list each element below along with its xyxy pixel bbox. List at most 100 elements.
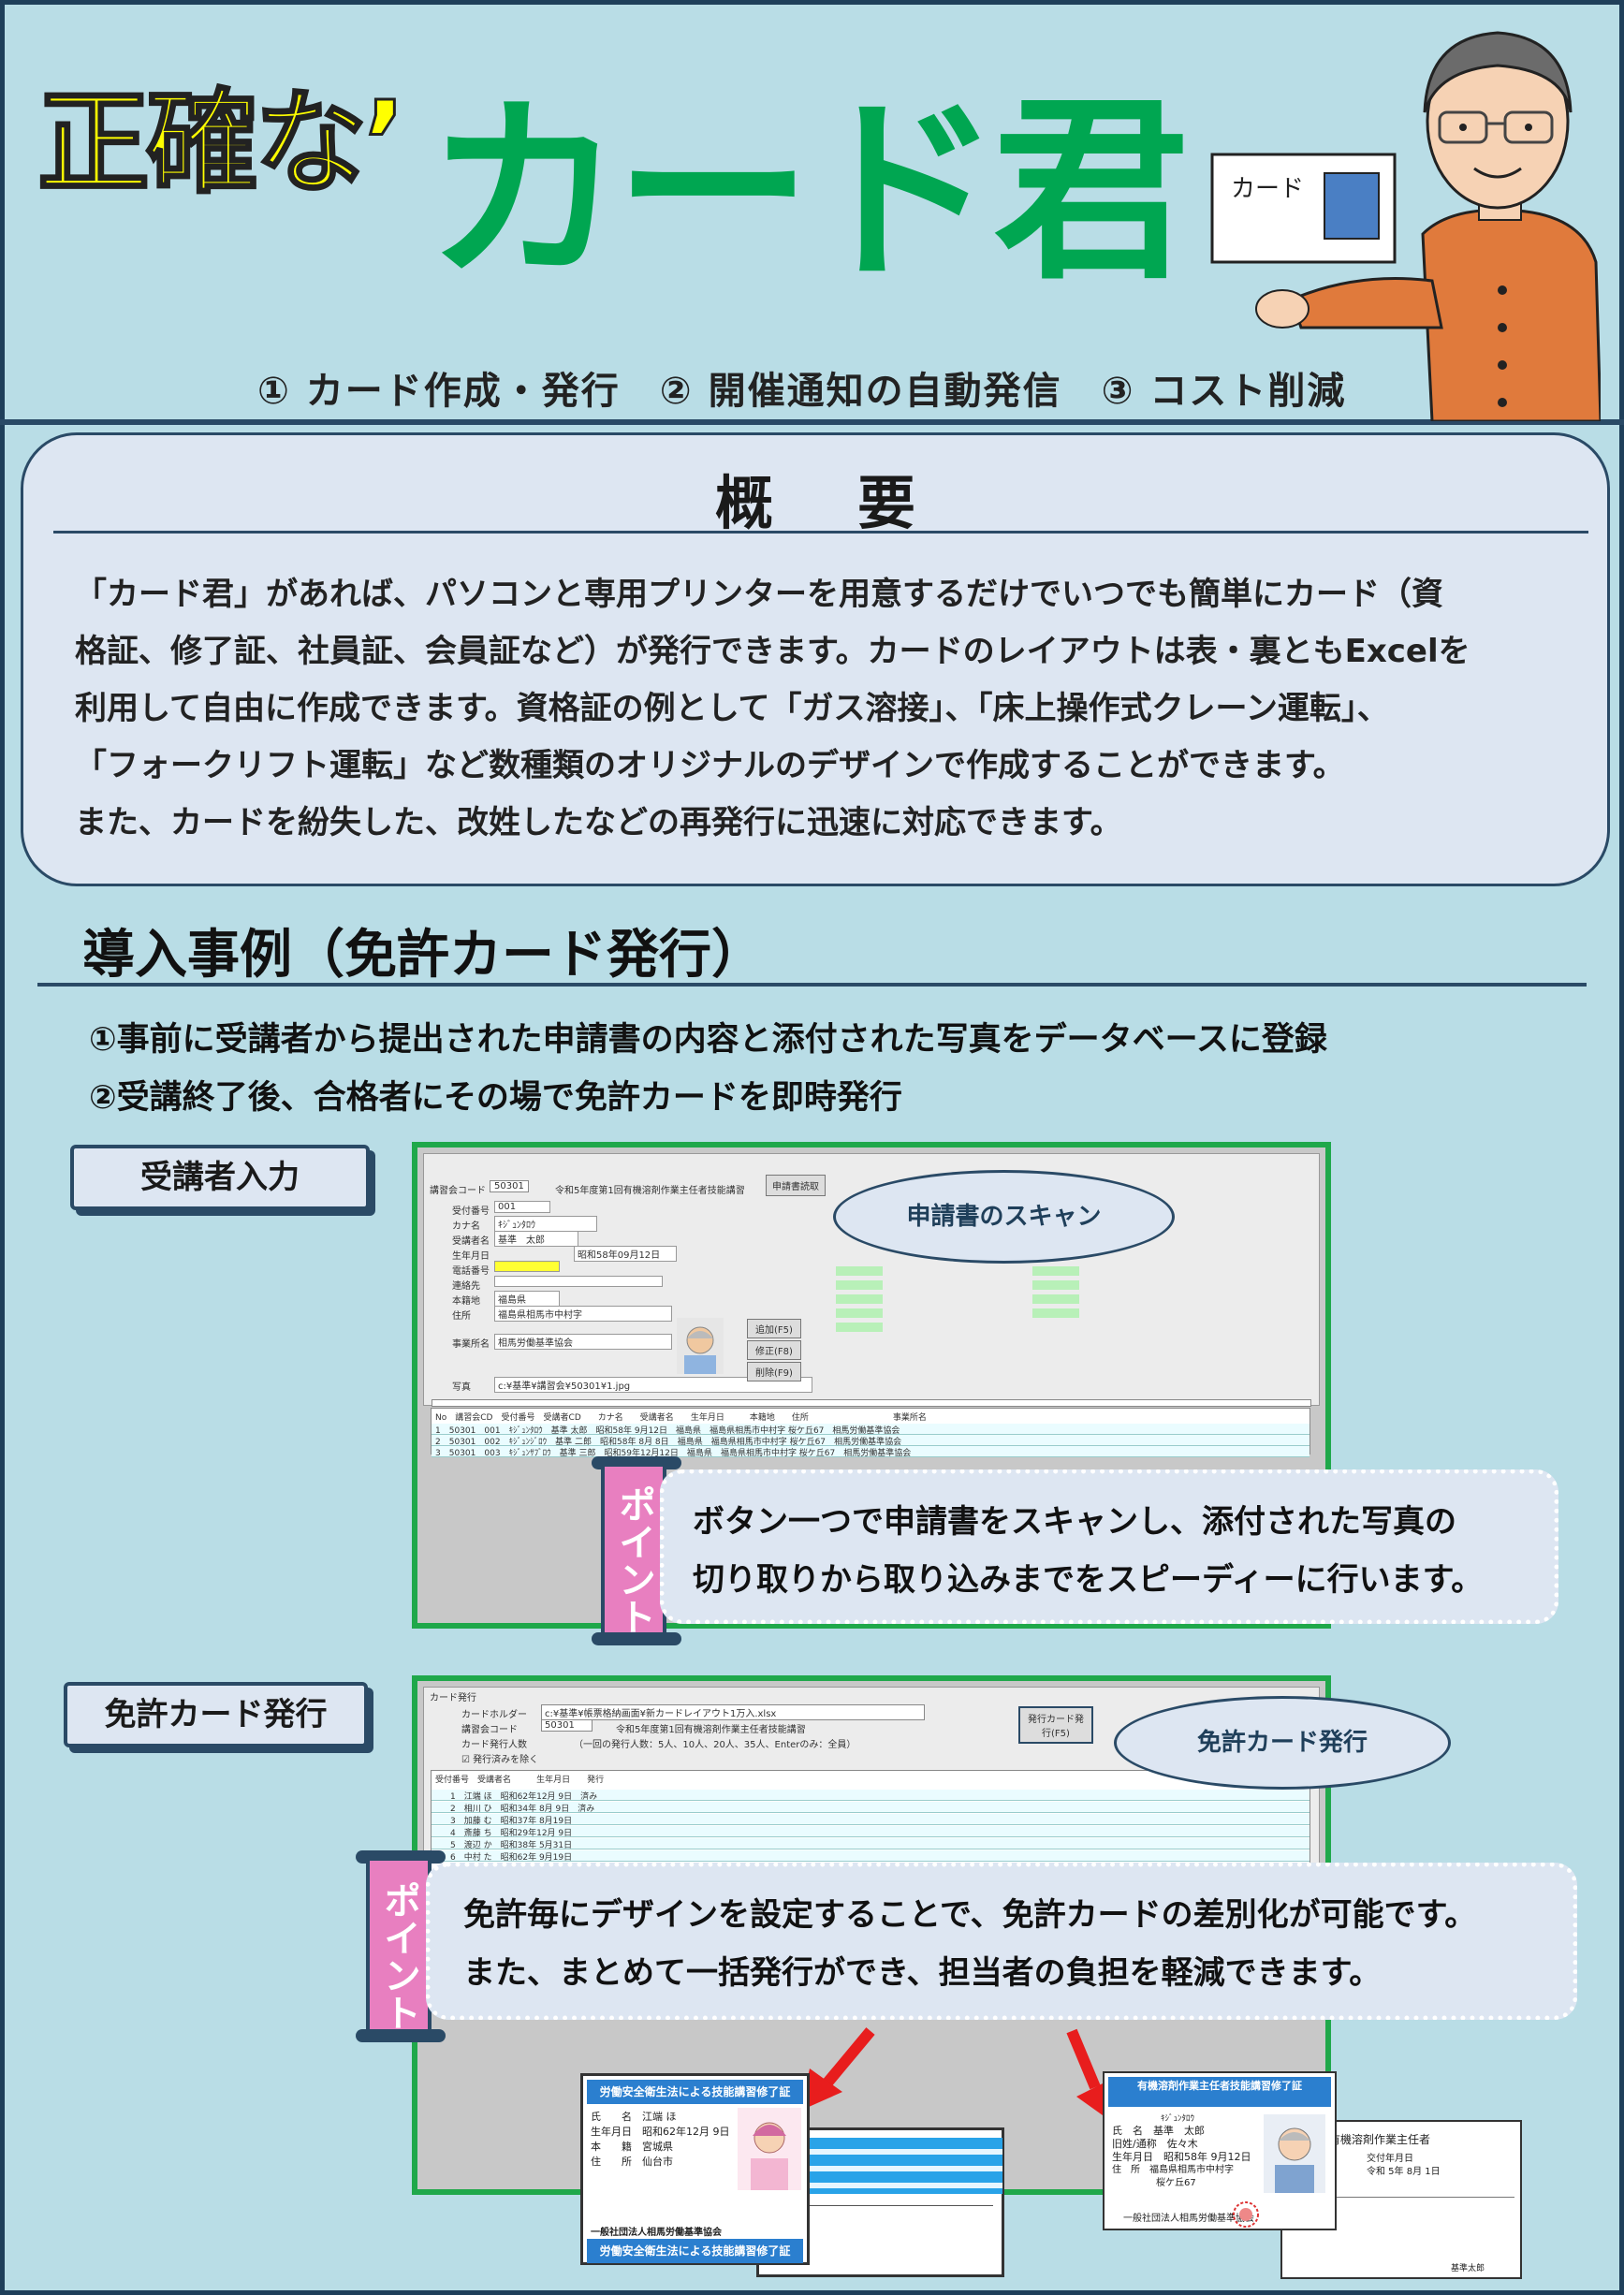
field-label: 住所 <box>452 1311 471 1322</box>
card-field: 生年月日 昭和62年12月 9日 <box>591 2126 730 2138</box>
card-field: 本 籍 宮城県 <box>591 2141 673 2153</box>
course-code-field[interactable]: 50301 <box>490 1180 529 1192</box>
overview-line: 利用して自由に作成できます。資格証の例として「ガス溶接」、「床上操作式クレーン運… <box>75 690 1389 727</box>
step-item: ①事前に受講者から提出された申請書の内容と添付された写真をデータベースに登録 <box>89 1021 1327 1059</box>
field-value[interactable]: 福島県相馬市中村字 <box>494 1306 672 1322</box>
seal-icon <box>1233 2201 1259 2228</box>
card-photo <box>738 2108 801 2190</box>
overview-panel: 概要 「カード君」があれば、パソコンと専用プリンターを用意するだけでいつでも簡単… <box>21 432 1610 886</box>
card-bottom-title: 労働安全衛生法による技能講習修了証 <box>587 2239 803 2263</box>
applicant-photo <box>677 1318 724 1374</box>
qualification-panel <box>836 1266 1304 1369</box>
point-line: 免許毎にデザインを設定することで、免許カードの差別化が可能です。 <box>463 1896 1477 1934</box>
field-value[interactable]: ｷｼﾞｭﾝﾀﾛｳ <box>494 1216 597 1232</box>
issue-count-label: カード発行人数 <box>461 1740 527 1750</box>
point-tag-1: ポイント <box>601 1463 666 1639</box>
card-field: ｷｼﾞｭﾝﾀﾛｳ <box>1161 2114 1195 2124</box>
table-row[interactable]: 6 中村 た 昭和62年 9月19日 <box>432 1850 1309 1863</box>
case-heading: 導入事例（免許カード発行） <box>82 925 764 986</box>
point-tag-cap <box>356 2029 446 2042</box>
scan-application-button[interactable]: 申請書読取 <box>766 1175 826 1196</box>
table-row[interactable]: 3 50301 003 ｷｼﾞｭﾝｻﾌﾞﾛｳ 基準 三郎 昭和59年12月12日… <box>432 1446 1309 1458</box>
layout-path-field[interactable]: c:¥基準¥帳票格納画面¥新カードレイアウト1万入.xlsx <box>541 1704 925 1720</box>
table-row[interactable]: 2 相川 ひ 昭和34年 8月 9日 済み <box>432 1802 1309 1814</box>
point-line: また、まとめて一括発行ができ、担当者の負担を軽減できます。 <box>463 1954 1382 1992</box>
overview-line: 「フォークリフト運転」など数種類のオリジナルのデザインで作成することができます。 <box>75 747 1345 784</box>
card-back-title: 有機溶剤作業主任者 <box>1329 2133 1431 2146</box>
field-label: 本籍地 <box>452 1296 480 1307</box>
step-item: ②受講終了後、合格者にその場で免許カードを即時発行 <box>89 1079 902 1117</box>
point-box-2: 免許毎にデザインを設定することで、免許カードの差別化が可能です。 また、まとめて… <box>426 1863 1577 2020</box>
field-label: 受付番号 <box>452 1206 490 1217</box>
point-line: 切り取りから取り込みまでをスピーディーに行います。 <box>693 1561 1484 1599</box>
phone-field[interactable] <box>494 1261 560 1272</box>
callout-scan: 申請書のスキャン <box>833 1170 1175 1264</box>
card-field: 住 所 仙台市 <box>591 2156 673 2168</box>
card-sample-2: 有機溶剤作業主任者技能講習修了証 ｷｼﾞｭﾝﾀﾛｳ 氏 名 基準 太郎 旧姓/通… <box>1103 2071 1337 2230</box>
field-label: 生年月日 <box>452 1251 490 1262</box>
overview-divider <box>53 531 1588 534</box>
delete-button[interactable]: 削除(F9) <box>747 1362 801 1381</box>
table-row[interactable]: 1 江端 ほ 昭和62年12月 9日 済み <box>432 1790 1309 1802</box>
course-name: 令和5年度第1回有機溶剤作業主任者技能講習 <box>616 1725 806 1735</box>
overview-line: 格証、修了証、社員証、会員証など）が発行できます。カードのレイアウトは表・裏とも… <box>75 633 1470 670</box>
course-code-label: 講習会コード <box>430 1186 486 1196</box>
card-field: 氏 名 基準 太郎 <box>1112 2125 1205 2137</box>
student-input-window: 講習会コード 50301 令和5年度第1回有機溶剤作業主任者技能講習 申請書読取… <box>423 1153 1320 1407</box>
overview-title: 概要 <box>714 469 1000 537</box>
header-divider <box>0 419 1624 425</box>
card-back-date-label: 交付年月日 <box>1367 2154 1413 2164</box>
overview-text: 「カード君」があれば、パソコンと専用プリンターを用意するだけでいつでも簡単にカー… <box>75 566 1591 852</box>
field-value[interactable]: c:¥基準¥講習会¥50301¥1.jpg <box>494 1377 812 1393</box>
card-title: 労働安全衛生法による技能講習修了証 <box>587 2080 803 2104</box>
field-value[interactable]: 相馬労働基準協会 <box>494 1334 672 1350</box>
card-back-date: 令和 5年 8月 1日 <box>1367 2167 1441 2177</box>
field-value[interactable]: 福島県 <box>494 1291 560 1307</box>
card-field: 生年月日 昭和58年 9月12日 <box>1112 2151 1251 2163</box>
feature-list: ① カード作成・発行 ② 開催通知の自動発信 ③ コスト削減 <box>257 370 1347 413</box>
callout-issue: 免許カード発行 <box>1114 1696 1451 1790</box>
field-label: 写真 <box>452 1382 471 1393</box>
grid-header-cells: 受付番号 受講者名 生年月日 発行 <box>435 1776 605 1785</box>
card-field: 住 所 福島県相馬市中村字 <box>1112 2165 1234 2175</box>
path-label: カードホルダー <box>461 1710 527 1720</box>
contact-field[interactable] <box>494 1276 663 1287</box>
student-grid: No 講習会CD 受付番号 受講者CD カナ名 受講者名 生年月日 本籍地 住所… <box>431 1408 1310 1458</box>
card-issuer: 一般社団法人相馬労働基準協会 <box>591 2228 722 2238</box>
card-field: 桜ケ丘67 <box>1156 2178 1196 2188</box>
case-divider <box>37 983 1587 987</box>
card-field: 氏 名 江端 ほ <box>591 2111 677 2123</box>
table-row[interactable]: 5 渡辺 か 昭和38年 5月31日 <box>432 1838 1309 1850</box>
card-back-signature: 基準太郎 <box>1451 2264 1485 2273</box>
grid-header-cells: No 講習会CD 受付番号 受講者CD カナ名 受講者名 生年月日 本籍地 住所… <box>435 1413 927 1423</box>
card-title: 有機溶剤作業主任者技能講習修了証 <box>1108 2077 1331 2107</box>
issue-card-button[interactable]: 発行カード発行(F5) <box>1018 1706 1093 1744</box>
point-tag-cap <box>592 1632 681 1645</box>
section-label-issue: 免許カード発行 <box>64 1682 368 1747</box>
add-button[interactable]: 追加(F5) <box>747 1319 801 1338</box>
overview-line: 「カード君」があれば、パソコンと専用プリンターを用意するだけでいつでも簡単にカー… <box>75 576 1443 613</box>
table-row[interactable]: 1 50301 001 ｷｼﾞｭﾝﾀﾛｳ 基準 太郎 昭和58年 9月12日 福… <box>432 1424 1309 1436</box>
red-arrow-icon <box>800 2027 875 2111</box>
table-row[interactable]: 2 50301 002 ｷｼﾞｭﾝｼﾞﾛｳ 基準 二郎 昭和58年 8月 8日 … <box>432 1435 1309 1447</box>
held-card-label: カード <box>1231 175 1304 203</box>
issue-grid: 受付番号 受講者名 生年月日 発行 1 江端 ほ 昭和62年12月 9日 済み … <box>431 1770 1310 1878</box>
field-value[interactable]: 基準 太郎 <box>494 1231 578 1247</box>
field-label: 連絡先 <box>452 1281 480 1292</box>
overview-line: また、カードを紛失した、改姓したなどの再発行に迅速に対応できます。 <box>75 804 1122 841</box>
table-row[interactable]: 4 斎藤 ち 昭和29年12月 9日 <box>432 1826 1309 1838</box>
student-grid-header <box>432 1399 1311 1407</box>
field-label: カナ名 <box>452 1221 480 1232</box>
presenter-illustration: カード <box>1210 31 1601 421</box>
page-title: カード君 <box>426 77 1190 306</box>
code-label: 講習会コード <box>461 1725 518 1735</box>
field-value[interactable]: 001 <box>494 1201 550 1213</box>
code-field[interactable]: 50301 <box>541 1719 593 1732</box>
issue-count-hint: （一回の発行人数：5人、10人、20人、35人、Enterのみ：全員） <box>574 1740 856 1750</box>
edit-button[interactable]: 修正(F8) <box>747 1340 801 1360</box>
exclude-issued-checkbox[interactable]: ☑ 発行済みを除く <box>461 1755 539 1765</box>
field-value[interactable]: 昭和58年09月12日 <box>574 1246 677 1262</box>
table-row[interactable]: 3 加藤 む 昭和37年 8月19日 <box>432 1814 1309 1826</box>
card-sample-1: 労働安全衛生法による技能講習修了証 氏 名 江端 ほ 生年月日 昭和62年12月… <box>580 2073 810 2265</box>
